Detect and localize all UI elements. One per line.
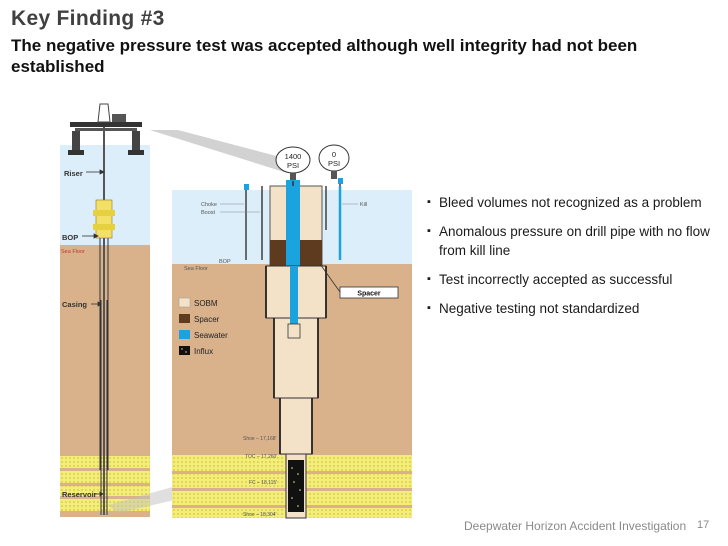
label-riser: Riser	[64, 169, 83, 178]
left-callout-arrows	[82, 169, 105, 497]
legend-swatch-influx	[179, 346, 190, 355]
bullet-item: ▪Test incorrectly accepted as successful	[427, 272, 673, 287]
label-casing: Casing	[62, 300, 87, 309]
left-bop-stack	[93, 199, 115, 239]
bullet-item: ▪Bleed volumes not recognized as a probl…	[427, 195, 702, 210]
label-choke: Choke	[201, 202, 217, 208]
legend-swatch-seawater	[179, 330, 190, 339]
key-finding-subtitle: The negative pressure test was accepted …	[11, 36, 638, 76]
seawater-column	[290, 266, 298, 336]
casing-walls	[265, 266, 327, 454]
gauge-drill-pipe: 1400 PSI	[275, 146, 311, 181]
footer-text: Deepwater Horizon Accident Investigation	[464, 519, 687, 533]
label-fc: FC – 18,115'	[249, 480, 277, 486]
influx-zone	[288, 460, 304, 512]
label-shoe-upper: Shoe – 17,168'	[243, 436, 277, 442]
drilling-rig-icon	[68, 103, 144, 155]
bullet-square-icon: ▪	[427, 225, 431, 237]
legend-label-sobm: SOBM	[194, 299, 218, 308]
gauge-kill-value: 0	[332, 150, 336, 159]
label-left-bop: BOP	[62, 233, 78, 242]
spacer-callout-label: Spacer	[357, 291, 381, 298]
left-well-schematic: Riser BOP Sea Floor Casing Reservoir	[60, 103, 150, 517]
gauge-kill-line: 0 PSI	[318, 144, 350, 179]
page-number: 17	[697, 519, 710, 531]
label-right-sea-floor: Sea Floor	[184, 266, 208, 272]
seawater-drill-pipe	[286, 180, 300, 266]
findings-bullet-list: ▪Bleed volumes not recognized as a probl…	[427, 193, 719, 328]
spacer-callout: Spacer	[319, 263, 399, 299]
legend-label-spacer: Spacer	[194, 315, 220, 324]
left-casing-strings	[99, 238, 109, 515]
bullet-square-icon: ▪	[427, 302, 431, 314]
right-well-schematic: 1400 PSI 0 PSI	[172, 144, 412, 519]
lower-wellbore	[279, 397, 313, 455]
label-shoe-lower: Shoe – 18,304'	[243, 512, 277, 518]
label-left-sea-floor: Sea Floor	[61, 249, 85, 255]
label-reservoir: Reservoir	[62, 490, 97, 499]
gauge-drill-pipe-value: 1400	[285, 152, 302, 161]
bullet-item: ▪Anomalous pressure on drill pipe with n…	[427, 224, 710, 258]
zoom-connector-top	[150, 130, 284, 172]
label-boost: Boost	[201, 210, 216, 216]
gauge-kill-unit: PSI	[328, 159, 340, 168]
bullet-square-icon: ▪	[427, 273, 431, 285]
label-right-bop: BOP	[219, 259, 231, 265]
heading: Key Finding #3 The negative pressure tes…	[11, 6, 711, 77]
label-toc: TOC – 17,260'	[245, 454, 277, 460]
legend: SOBM Spacer Seawater Influx	[178, 297, 228, 356]
legend-label-influx: Influx	[194, 347, 213, 356]
gauge-drill-pipe-unit: PSI	[287, 161, 299, 170]
legend-swatch-sobm	[178, 297, 191, 308]
bullet-item: ▪Negative testing not standardized	[427, 301, 640, 316]
legend-label-seawater: Seawater	[194, 331, 228, 340]
label-kill: Kill	[360, 202, 367, 208]
bullet-square-icon: ▪	[427, 196, 431, 208]
legend-swatch-spacer	[179, 314, 190, 323]
key-finding-title: Key Finding #3	[11, 7, 165, 30]
